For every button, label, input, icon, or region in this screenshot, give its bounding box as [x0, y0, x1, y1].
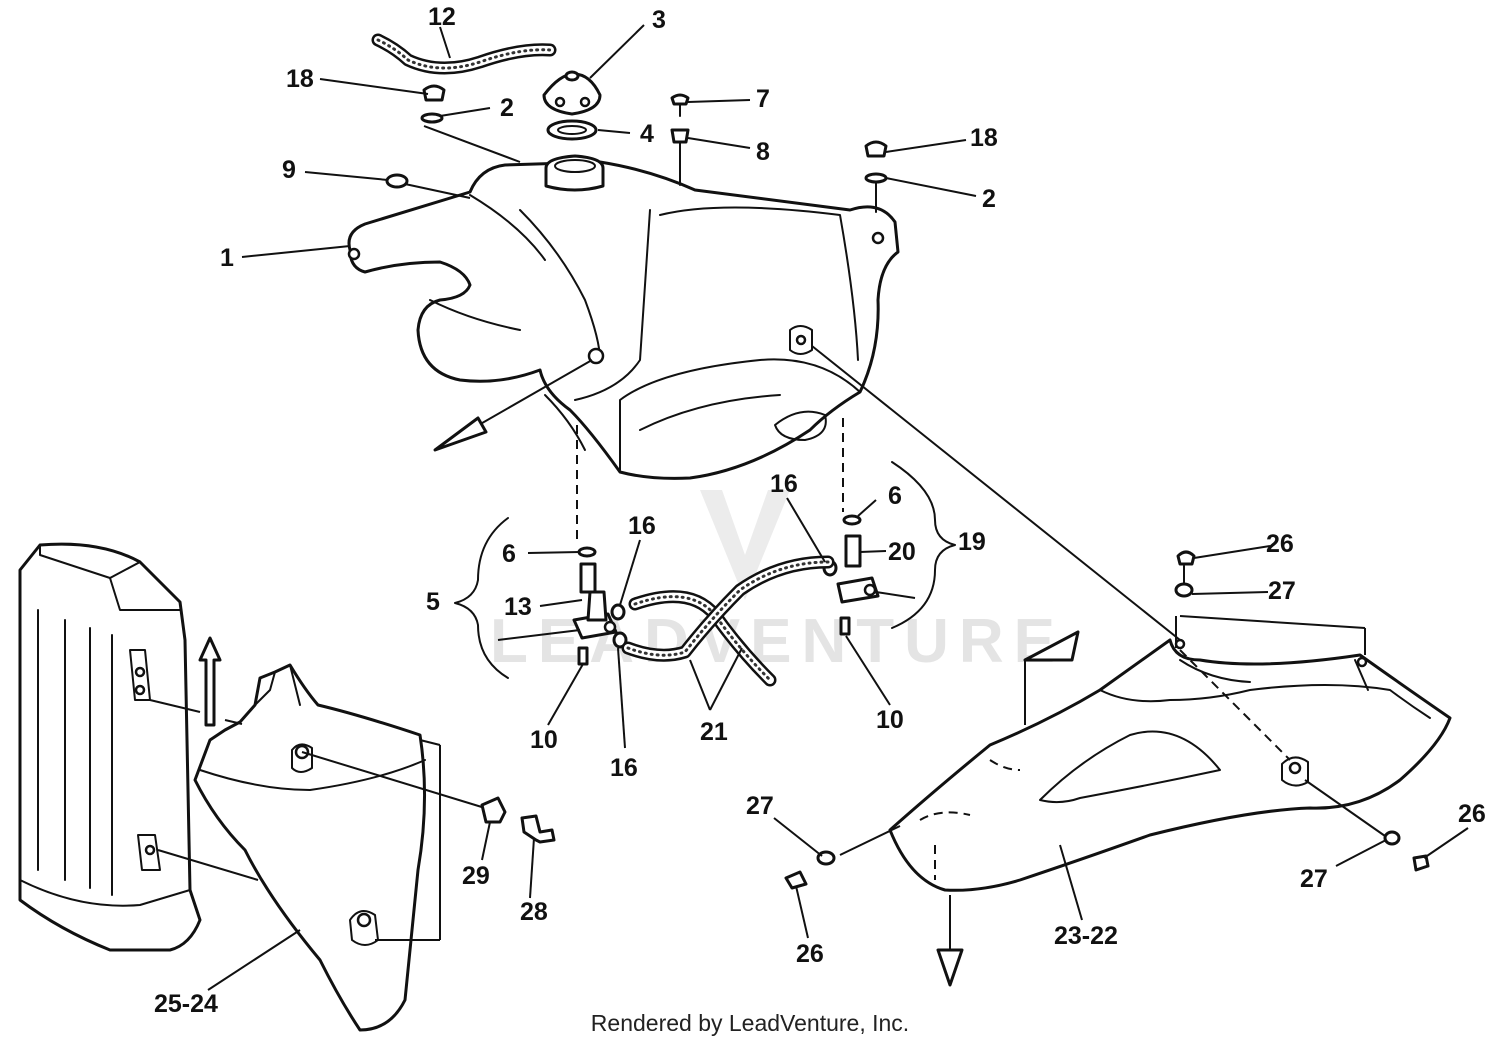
callout-12: 12 — [428, 3, 456, 31]
footer-credit: Rendered by LeadVenture, Inc. — [590, 1010, 910, 1036]
callout-6-left: 6 — [502, 540, 516, 568]
callout-26-top: 26 — [1266, 530, 1294, 558]
callout-10-left: 10 — [530, 726, 558, 754]
callout-25-24: 25-24 — [154, 990, 218, 1018]
callout-2-right: 2 — [982, 185, 996, 213]
watermark-text: LEADVENTURE — [490, 607, 1065, 676]
group-brackets — [454, 461, 956, 679]
callout-8: 8 — [756, 138, 770, 166]
callout-4: 4 — [640, 120, 654, 148]
callout-5: 5 — [426, 588, 440, 616]
side-shroud — [784, 345, 1452, 987]
callout-2-left: 2 — [500, 94, 514, 122]
callout-28: 28 — [520, 898, 548, 926]
callout-10-right: 10 — [876, 706, 904, 734]
fuel-tank — [347, 154, 900, 480]
radiator — [18, 542, 202, 952]
callout-13: 13 — [504, 593, 532, 621]
direction-arrow — [433, 359, 593, 452]
callout-18-left: 18 — [286, 65, 314, 93]
callout-6-right: 6 — [888, 482, 902, 510]
radiator-shroud — [149, 636, 556, 1032]
callout-27-right: 27 — [1300, 865, 1328, 893]
fuel-valve-left — [572, 425, 628, 666]
callout-7: 7 — [756, 85, 770, 113]
tank-top-hardware — [371, 33, 888, 213]
callout-16-right: 16 — [770, 470, 798, 498]
callout-18-right: 18 — [970, 124, 998, 152]
callout-26-right: 26 — [1458, 800, 1486, 828]
fuel-hoses — [621, 555, 835, 687]
callout-9: 9 — [282, 156, 296, 184]
callout-3: 3 — [652, 6, 666, 34]
callout-16-top: 16 — [628, 512, 656, 540]
callout-leaders — [207, 24, 1469, 991]
callout-16-bottom: 16 — [610, 754, 638, 782]
callout-27-top: 27 — [1268, 577, 1296, 605]
callout-1: 1 — [220, 244, 234, 272]
callout-20: 20 — [888, 538, 916, 566]
callout-29: 29 — [462, 862, 490, 890]
fuel-valve-right — [822, 418, 880, 636]
callout-19: 19 — [958, 528, 986, 556]
callout-21: 21 — [700, 718, 728, 746]
callout-27-left: 27 — [746, 792, 774, 820]
callout-26-bottom: 26 — [796, 940, 824, 968]
callout-labels: 12 3 18 2 4 7 8 9 1 18 2 6 5 13 16 10 16… — [154, 3, 1486, 1018]
callout-23-22: 23-22 — [1054, 922, 1118, 950]
